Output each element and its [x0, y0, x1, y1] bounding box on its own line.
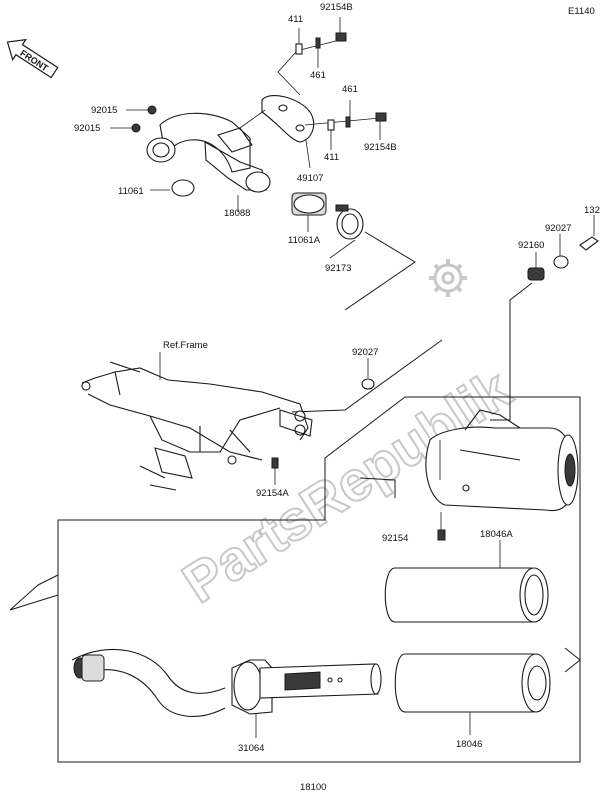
guide-line-f [359, 477, 396, 498]
bolt-92154A [271, 457, 279, 469]
label-92160: 92160 [518, 240, 544, 251]
muffler-body [425, 409, 579, 512]
label-49107: 49107 [297, 173, 323, 184]
washer-92027-mid [361, 378, 375, 390]
label-18088: 18088 [224, 208, 250, 219]
washer-461-right [345, 116, 351, 128]
diagram-code: E1140 [568, 6, 595, 17]
bolt-92154B-top [335, 32, 347, 42]
grommet-92160 [527, 267, 545, 281]
guide-line-b [291, 339, 443, 413]
label-411-right: 411 [324, 152, 339, 163]
label-411-top: 411 [288, 14, 303, 25]
front-arrow-icon: FRONT [6, 38, 59, 79]
guide-line-e [564, 647, 581, 673]
upper-fastener-stack [277, 17, 347, 96]
clamp-92173 [329, 204, 364, 259]
packing-18046A [384, 540, 549, 623]
label-92027-top: 92027 [545, 223, 571, 234]
lower-fastener-stack [304, 100, 387, 150]
gasket-11061A [291, 192, 327, 232]
right-fastener-group [490, 215, 599, 421]
label-31064: 31064 [238, 743, 264, 754]
label-11061: 11061 [118, 186, 144, 197]
washer-461-top [315, 37, 321, 49]
collar-411-right [327, 119, 335, 131]
muffler-assembly-box [57, 396, 581, 763]
label-18100: 18100 [300, 782, 326, 793]
silencer-pipe [71, 648, 382, 738]
label-92173: 92173 [325, 263, 351, 274]
label-ref-frame: Ref.Frame [163, 340, 208, 351]
ref-frame [81, 352, 313, 491]
washer-92027-top [553, 255, 569, 269]
label-92154: 92154 [382, 533, 408, 544]
label-92154B-right: 92154B [364, 142, 397, 153]
bolt-132 [579, 236, 599, 251]
gasket-11061 [171, 179, 195, 197]
collar-411-top [295, 43, 303, 55]
label-18046: 18046 [456, 739, 482, 750]
label-18046A: 18046A [480, 529, 513, 540]
label-92027-mid: 92027 [352, 347, 378, 358]
label-11061A: 11061A [288, 235, 321, 246]
bolt-92154 [437, 529, 446, 541]
guide-line-c [490, 282, 533, 421]
flange-nuts [110, 105, 157, 133]
guide-line-d [9, 574, 59, 611]
part-labels: 411 92154B 461 461 92154B 411 49107 9201… [74, 2, 600, 793]
nut-92015-a [147, 105, 157, 115]
guide-line-a [344, 231, 416, 311]
watermark-gear-icon [429, 259, 467, 297]
inner-pipe-18046 [394, 653, 551, 735]
label-92154B-top: 92154B [320, 2, 353, 13]
heat-guard [261, 95, 315, 169]
label-461-top: 461 [310, 70, 326, 81]
label-92154A: 92154A [256, 488, 289, 499]
label-92015-a: 92015 [91, 105, 117, 116]
label-461-right: 461 [342, 84, 358, 95]
nut-92015-b [131, 123, 141, 133]
label-92015-b: 92015 [74, 123, 100, 134]
bolt-92154B-right [375, 112, 387, 122]
label-132: 132 [584, 205, 600, 216]
head-pipe [146, 109, 271, 212]
